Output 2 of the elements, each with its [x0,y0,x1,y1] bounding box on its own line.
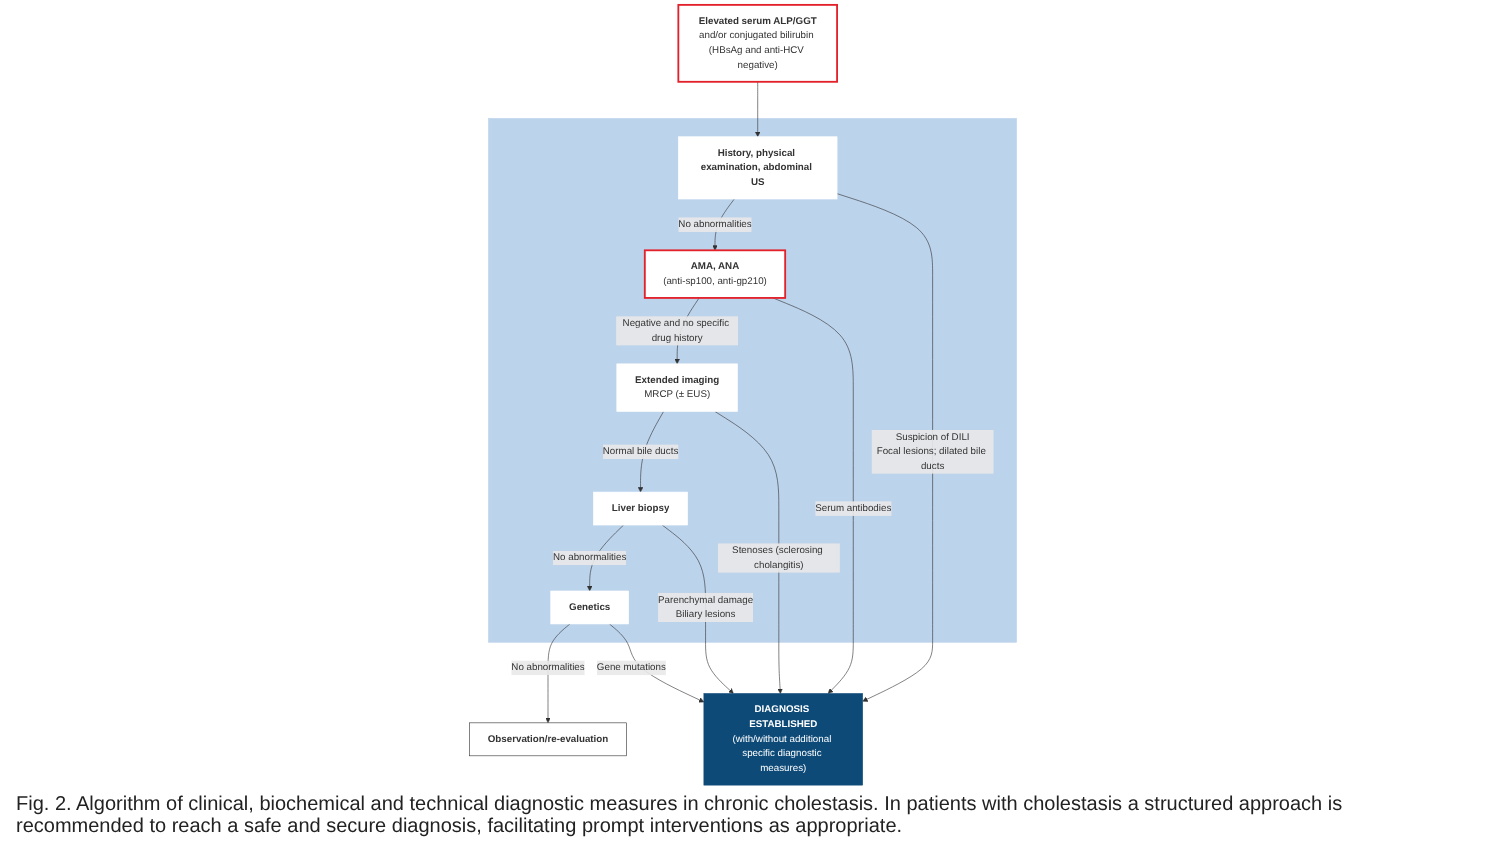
figure-caption: Fig. 2. Algorithm of clinical, biochemical and technical diagnostic measures in chronic cholestasis. In patients with cholestasis a structured approach is recommended to reach a safe and secure diagnosis, facilitating prompt interventions as appropriate. [14,792,1345,842]
cluster [488,118,1017,643]
